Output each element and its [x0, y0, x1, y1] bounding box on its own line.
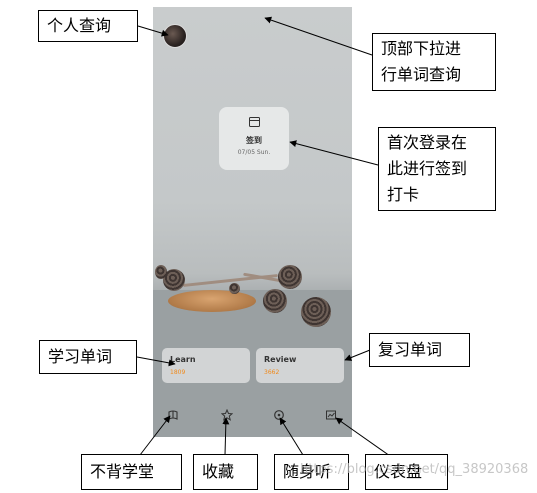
label-review-words: 复习单词 [369, 333, 470, 367]
book-icon[interactable] [167, 409, 179, 421]
label-pull-down-query: 顶部下拉进 行单词查询 [372, 33, 496, 91]
watermark: https://blog.csdn.net/qq_38920368 [300, 462, 529, 477]
signin-title: 签到 [246, 136, 262, 145]
pinecone [229, 283, 240, 294]
label-favorites: 收藏 [193, 454, 258, 490]
signin-date: 07/05 Sun. [237, 149, 271, 156]
calendar-icon [248, 117, 260, 127]
pinecone [163, 269, 185, 291]
label-dashboard: 仪表盘 [365, 454, 448, 490]
label-bubei-hall: 不背学堂 [81, 454, 182, 490]
pinecone [278, 265, 302, 289]
avatar[interactable] [163, 24, 187, 48]
pinecone [263, 289, 287, 313]
learn-label: Learn [170, 355, 196, 364]
learn-count: 1809 [170, 369, 186, 376]
label-personal-query: 个人查询 [38, 10, 138, 42]
pinecone [155, 265, 167, 279]
label-learn-words: 学习单词 [39, 340, 137, 374]
chart-icon[interactable] [325, 409, 337, 421]
review-label: Review [264, 355, 297, 364]
headphones-icon[interactable] [273, 409, 285, 421]
review-card[interactable]: Review 3662 [256, 348, 344, 383]
label-listen-anywhere: 随身听 [274, 454, 349, 490]
review-count: 3662 [264, 369, 280, 376]
signin-card[interactable]: 签到 07/05 Sun. [219, 107, 289, 170]
pinecone [301, 297, 331, 327]
label-first-login-signin: 首次登录在 此进行签到 打卡 [378, 127, 496, 211]
learn-card[interactable]: Learn 1809 [162, 348, 250, 383]
app-screenshot: 签到 07/05 Sun. Learn 1809 Review 3662 [153, 7, 352, 437]
star-icon[interactable] [221, 409, 233, 421]
wooden-tray [168, 290, 256, 312]
